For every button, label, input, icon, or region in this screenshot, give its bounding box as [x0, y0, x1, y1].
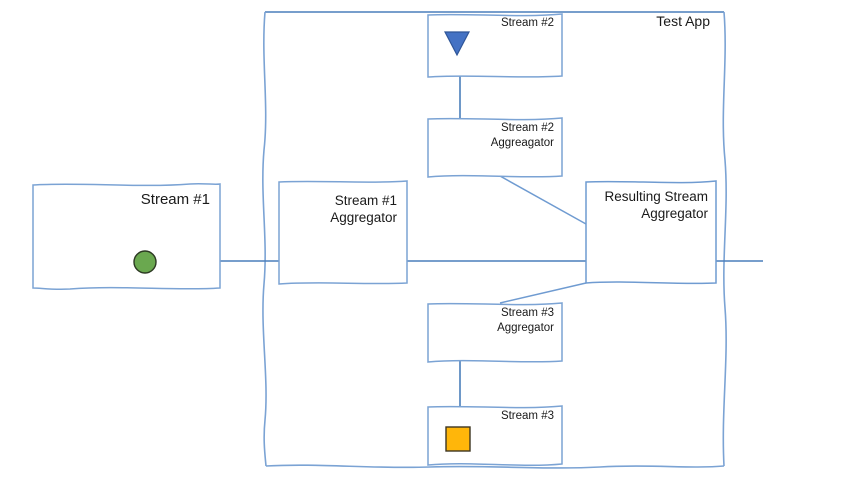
- node-stream-2-aggregator[interactable]: [427, 117, 563, 178]
- boundary-bottom-edge: [265, 464, 725, 469]
- node-stream-3-aggregator-shape: [427, 302, 563, 363]
- node-stream-1-aggregator[interactable]: [278, 180, 408, 285]
- connector-stream3agg-to-resulting[interactable]: [499, 282, 587, 304]
- node-stream-3[interactable]: [427, 405, 563, 467]
- boundary-right-edge: [722, 11, 727, 467]
- test-app-boundary[interactable]: [262, 11, 727, 469]
- green-circle-marker[interactable]: [133, 250, 157, 274]
- node-stream-2-shape: [427, 13, 563, 78]
- boundary-left-edge: [262, 11, 267, 467]
- node-stream-1-shape: [32, 182, 221, 291]
- node-resulting-stream-aggregator[interactable]: [585, 180, 717, 285]
- orange-square-marker[interactable]: [445, 426, 471, 452]
- node-stream-1-aggregator-shape: [278, 180, 408, 285]
- connector-lines: [220, 76, 763, 406]
- node-stream-2-aggregator-shape: [427, 117, 563, 178]
- container-title-test-app: Test App: [656, 13, 710, 29]
- node-stream-2[interactable]: [427, 13, 563, 78]
- blue-triangle-marker[interactable]: [444, 31, 470, 57]
- connector-stream2agg-to-resulting[interactable]: [499, 175, 587, 225]
- node-stream-1[interactable]: [32, 182, 221, 291]
- node-resulting-stream-aggregator-shape: [585, 180, 717, 285]
- node-stream-3-aggregator[interactable]: [427, 302, 563, 363]
